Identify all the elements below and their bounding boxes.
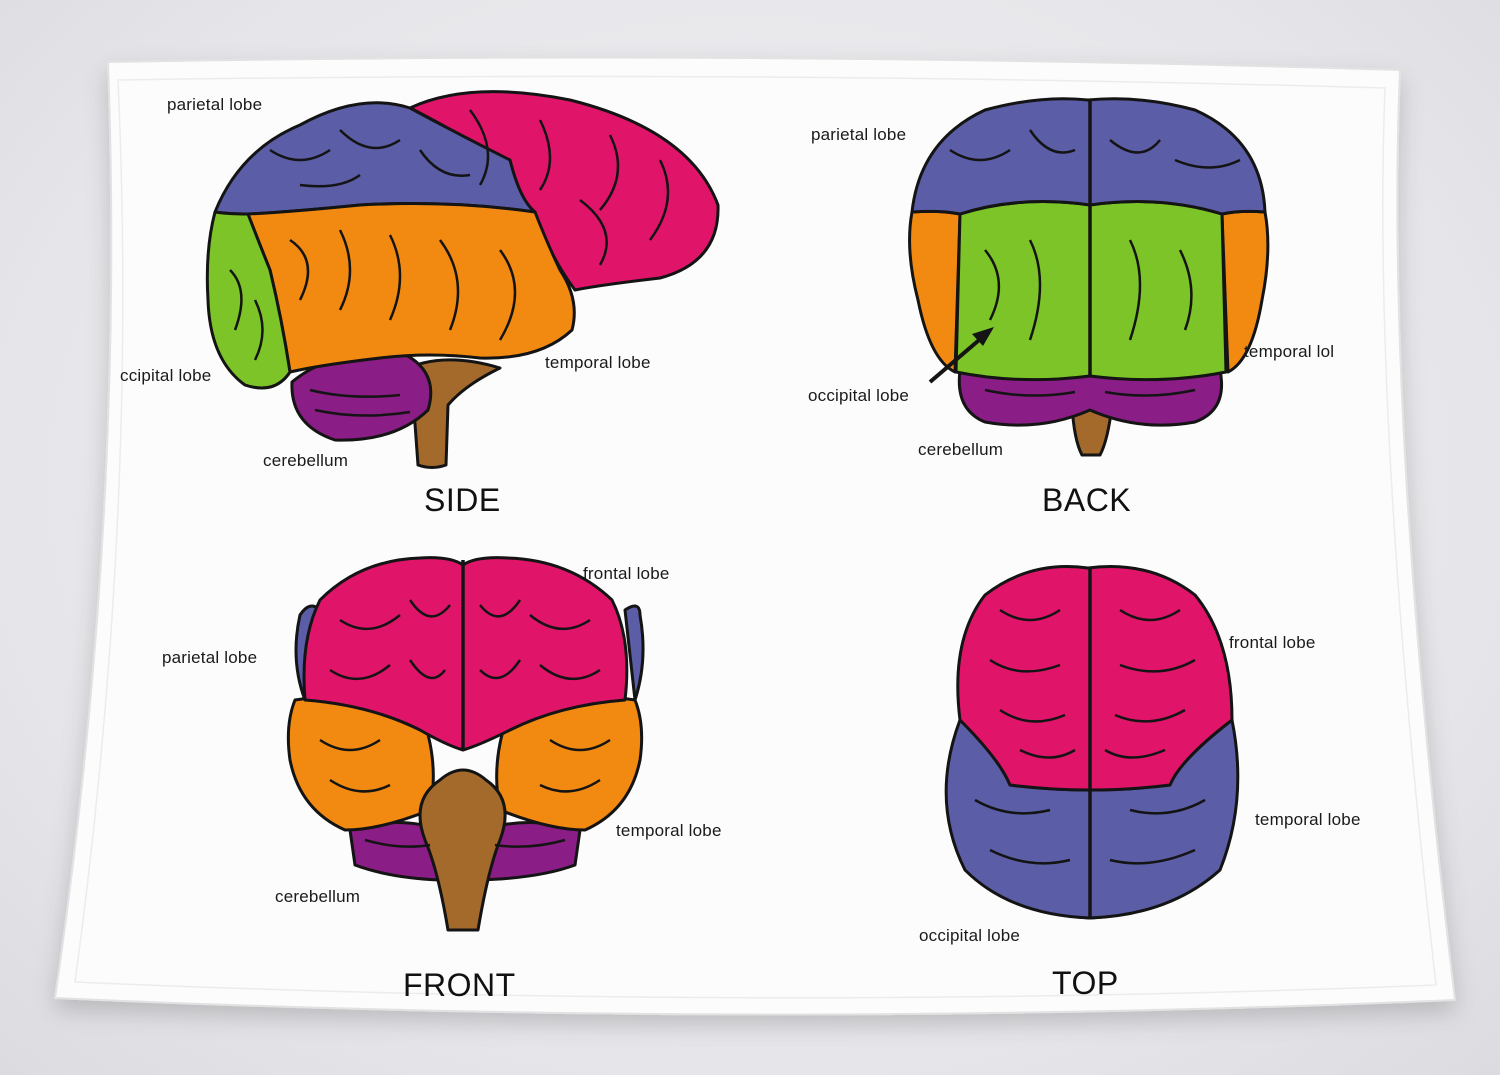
side-occipital-label: ccipital lobe <box>120 366 212 385</box>
front-frontal-label: frontal lobe <box>583 564 670 583</box>
front-parietal-label: parietal lobe <box>162 648 258 667</box>
back-temporal-label: temporal lol <box>1244 342 1335 361</box>
back-occipital-arrow <box>928 333 987 384</box>
back-view-title: BACK <box>1042 482 1132 518</box>
back-cerebellum-label: cerebellum <box>918 440 1004 459</box>
front-brain-illustration <box>286 556 645 932</box>
top-occipital-label: occipital lobe <box>919 926 1021 945</box>
top-frontal-label: frontal lobe <box>1229 633 1316 652</box>
side-cerebellum-label: cerebellum <box>263 451 349 470</box>
front-brainstem <box>418 768 507 932</box>
front-frontal-lobe <box>302 556 629 752</box>
back-brain-illustration <box>908 97 1270 457</box>
front-view-title: FRONT <box>403 967 516 1003</box>
side-temporal-lobe <box>246 202 576 374</box>
side-brain-illustration <box>205 90 720 469</box>
back-occipital-label: occipital lobe <box>808 386 910 405</box>
side-temporal-label: temporal lobe <box>545 353 651 372</box>
pillow-seam <box>74 75 1437 999</box>
top-view-title: TOP <box>1052 965 1119 1001</box>
top-temporal-label: temporal lobe <box>1255 810 1361 829</box>
side-occipital-lobe <box>205 210 292 390</box>
front-temporal-label: temporal lobe <box>616 821 722 840</box>
back-parietal-label: parietal lobe <box>811 125 907 144</box>
top-frontal-lobe <box>956 565 1234 792</box>
side-parietal-label: parietal lobe <box>167 95 263 114</box>
front-cerebellum-label: cerebellum <box>275 887 361 906</box>
side-view-title: SIDE <box>424 482 501 518</box>
top-brain-illustration <box>944 565 1240 920</box>
